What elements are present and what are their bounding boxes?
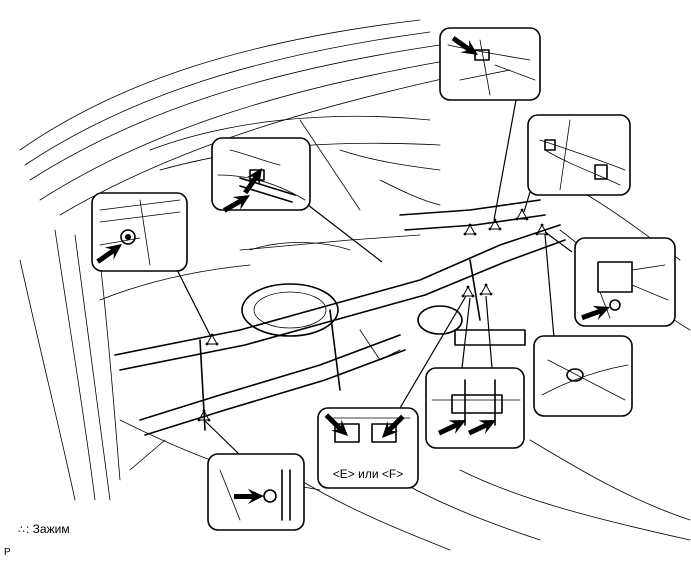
clip-legend: ∴ : Зажим [18,522,70,536]
clip-symbol-icon: ∴ [18,523,25,536]
page-code: P [4,547,11,558]
detail-callout-right-module [574,237,676,327]
detail-callout-left-bracket [91,192,188,272]
detail-callout-connector-e-or-f: <E> или <F> [317,407,419,489]
detail-callout-bottom-clip [207,453,305,531]
detail-callout-right-connectors [527,114,631,196]
detail-callout-harness-clip [211,137,311,217]
detail-callout-top-harness [439,27,541,101]
clip-marker [488,218,502,231]
clip-marker [479,283,493,296]
clip-marker [461,285,475,298]
instrument-panel-reinforcement [114,199,566,471]
clip-legend-text: : Зажим [26,522,70,536]
leader-lines [167,99,573,456]
clip-marker [515,208,529,221]
detail-callout-right-lower-clip [533,335,633,417]
detail-label-e-or-f: <E> или <F> [333,467,403,481]
vehicle-body-sketch [19,19,691,551]
detail-callout-lower-bracket [425,367,525,449]
